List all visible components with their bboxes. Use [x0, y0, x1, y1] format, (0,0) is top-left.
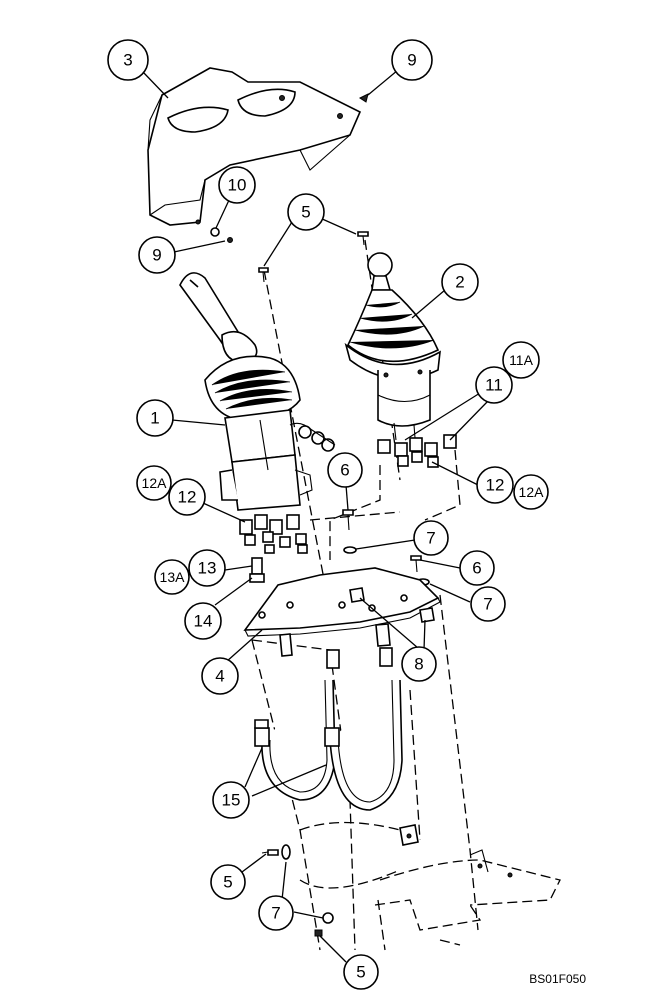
- callout-5-mid: 5: [210, 864, 246, 900]
- callout-13-label: 13: [198, 559, 217, 578]
- callout-1: 1: [136, 399, 174, 437]
- callout-12a-left-label: 12A: [142, 475, 168, 491]
- callout-13a-label: 13A: [160, 569, 186, 585]
- callout-5-bottom: 5: [343, 954, 379, 990]
- cover-shroud: [147, 67, 362, 226]
- callout-14: 14: [184, 602, 222, 640]
- callout-7-top: 7: [413, 520, 449, 556]
- callout-11-label: 11: [485, 376, 503, 395]
- callout-5-top: 5: [287, 193, 325, 231]
- callout-4: 4: [201, 657, 239, 695]
- callout-12-left: 12: [168, 478, 206, 516]
- callout-1-label: 1: [150, 409, 159, 428]
- callout-7-top-label: 7: [426, 529, 435, 548]
- callout-12-right: 12: [476, 466, 514, 504]
- callout-5-mid-label: 5: [223, 873, 232, 892]
- callout-9-top-label: 9: [407, 51, 416, 70]
- callout-6-right-label: 6: [472, 559, 481, 578]
- mounting-plate: [243, 567, 441, 657]
- callout-10: 10: [218, 166, 256, 204]
- callout-15-label: 15: [222, 791, 241, 810]
- callout-11a-label: 11A: [509, 352, 534, 368]
- callout-4-label: 4: [215, 667, 224, 686]
- callout-11: 11: [475, 366, 513, 404]
- hydraulic-hoses: [254, 647, 403, 811]
- callout-8-label: 8: [414, 655, 423, 674]
- callout-6-top: 6: [327, 452, 363, 488]
- callout-2-label: 2: [455, 273, 464, 292]
- left-joystick: [179, 272, 336, 583]
- callout-7-bottom: 7: [258, 895, 294, 931]
- callout-12-left-label: 12: [178, 488, 197, 507]
- callout-12-right-label: 12: [486, 476, 505, 495]
- callout-2: 2: [441, 263, 479, 301]
- callout-12a-right: 12A: [513, 474, 549, 510]
- callout-15: 15: [212, 781, 250, 819]
- fitting-13: [251, 557, 263, 575]
- callout-14-label: 14: [194, 612, 213, 631]
- lower-bracket: [261, 824, 513, 937]
- callout-3-label: 3: [123, 51, 132, 70]
- screws-top: [258, 231, 369, 283]
- callout-6-top-label: 6: [340, 461, 349, 480]
- callout-12a-left: 12A: [136, 465, 172, 501]
- callout-5-bottom-label: 5: [356, 963, 365, 982]
- drawing-reference: BS01F050: [529, 972, 586, 986]
- callout-13a: 13A: [154, 559, 190, 595]
- callout-9-left-label: 9: [152, 246, 161, 265]
- callout-3: 3: [107, 39, 149, 81]
- callout-5-top-label: 5: [301, 203, 310, 222]
- callout-7-bottom-label: 7: [271, 904, 280, 923]
- left-fittings: [239, 514, 308, 554]
- callout-9-left: 9: [138, 236, 176, 274]
- right-joystick: [344, 252, 457, 468]
- callout-8: 8: [401, 646, 437, 682]
- leader-lines: [142, 69, 489, 963]
- right-fittings: [377, 422, 457, 468]
- cover-screws: [210, 93, 369, 243]
- callout-6-right: 6: [459, 550, 495, 586]
- callout-10-label: 10: [228, 176, 247, 195]
- callout-7-right-label: 7: [483, 595, 492, 614]
- callout-11a: 11A: [502, 341, 540, 379]
- callout-7-right: 7: [470, 586, 506, 622]
- callout-9-top: 9: [391, 39, 433, 81]
- callout-12a-right-label: 12A: [519, 484, 545, 500]
- callout-13: 13: [188, 549, 226, 587]
